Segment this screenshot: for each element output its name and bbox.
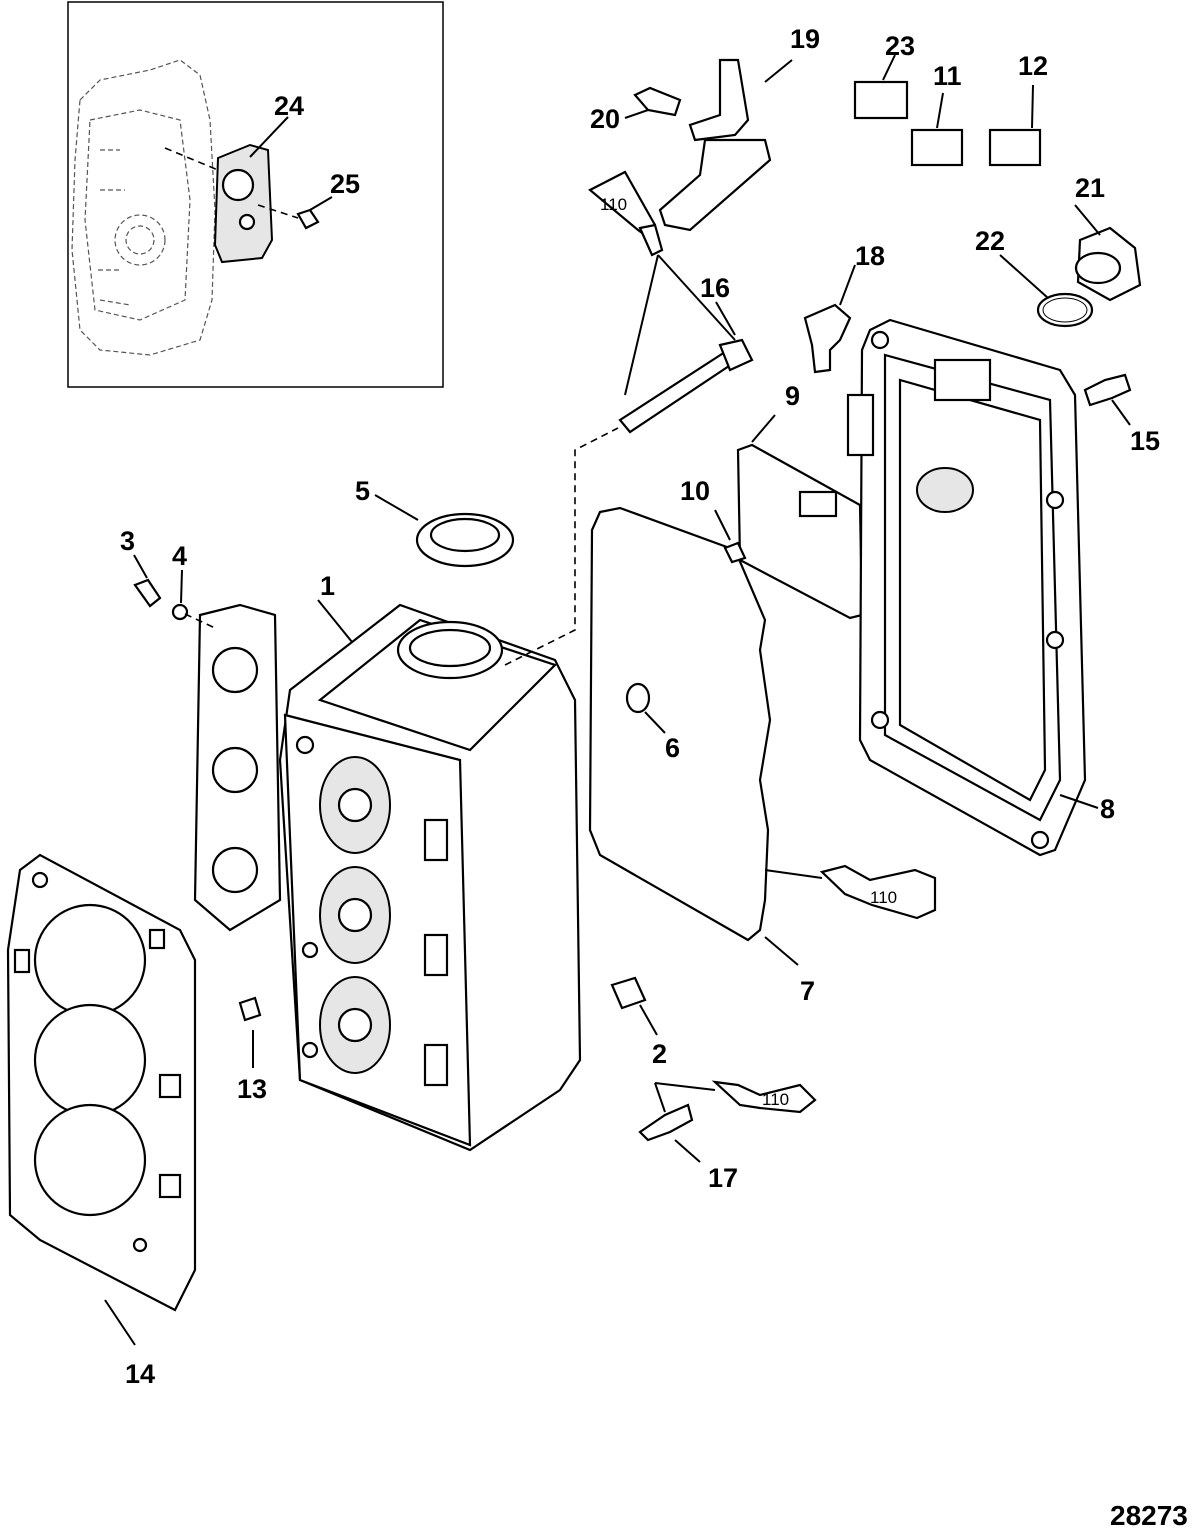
seal-5: 5 [355,476,515,568]
callout-10: 10 [680,476,710,506]
head-gasket: 14 [6,853,197,1389]
rocker-cover-8: 8 [846,318,1115,857]
bolt-16: 16 [618,273,754,434]
cover-gasket-7: 7 [588,506,823,1006]
callout-14: 14 [125,1359,155,1389]
callout-6: 6 [665,733,680,763]
elbow-18: 18 [803,241,885,374]
bolt-17: 17 [638,1082,738,1193]
sealant-label-right: 110 [870,888,897,907]
dowel-2: 2 [610,976,667,1069]
callout-23: 23 [885,31,915,61]
sealant-label-top: 110 [600,195,627,214]
callout-19: 19 [790,24,820,54]
callout-4: 4 [172,541,187,571]
callout-15: 15 [1130,426,1160,456]
dowel-13: 13 [237,996,267,1104]
label-boxes: 23 11 12 [853,31,1048,167]
callout-21: 21 [1075,173,1105,203]
bolt-20: 20 [590,86,682,134]
figure-number: 28273 [1110,1500,1188,1531]
callout-18: 18 [855,241,885,271]
inset-panel: 24 25 [67,1,444,388]
o-ring-22: 22 [975,226,1094,328]
screw-10: 10 [680,476,747,564]
callout-17: 17 [708,1163,738,1193]
plate-9: 9 [736,381,864,620]
callout-5: 5 [355,476,370,506]
callout-20: 20 [590,104,620,134]
cylinder-head: 1 [193,427,619,1152]
bolt-3-washer-4: 3 4 [120,526,216,629]
callout-11: 11 [933,61,962,91]
callout-25: 25 [330,169,360,199]
bracket-19: 19 [658,24,820,232]
callout-13: 13 [237,1074,267,1104]
dowel-6: 6 [625,682,680,763]
callout-8: 8 [1100,794,1115,824]
sealant-tube-top: 110 [588,170,736,396]
callout-24: 24 [274,91,304,121]
callout-22: 22 [975,226,1005,256]
sealant-tube-bottom: 110 [711,1080,817,1114]
callout-12: 12 [1018,51,1048,81]
bolt-15: 15 [1083,373,1160,456]
callout-2: 2 [652,1039,667,1069]
sealant-label-bottom: 110 [762,1090,789,1109]
callout-1: 1 [320,571,335,601]
sealant-tube-right: 110 [819,864,937,920]
callout-16: 16 [700,273,730,303]
callout-9: 9 [785,381,800,411]
fill-cap-21: 21 [1074,173,1142,302]
callout-7: 7 [800,976,815,1006]
callout-3: 3 [120,526,135,556]
